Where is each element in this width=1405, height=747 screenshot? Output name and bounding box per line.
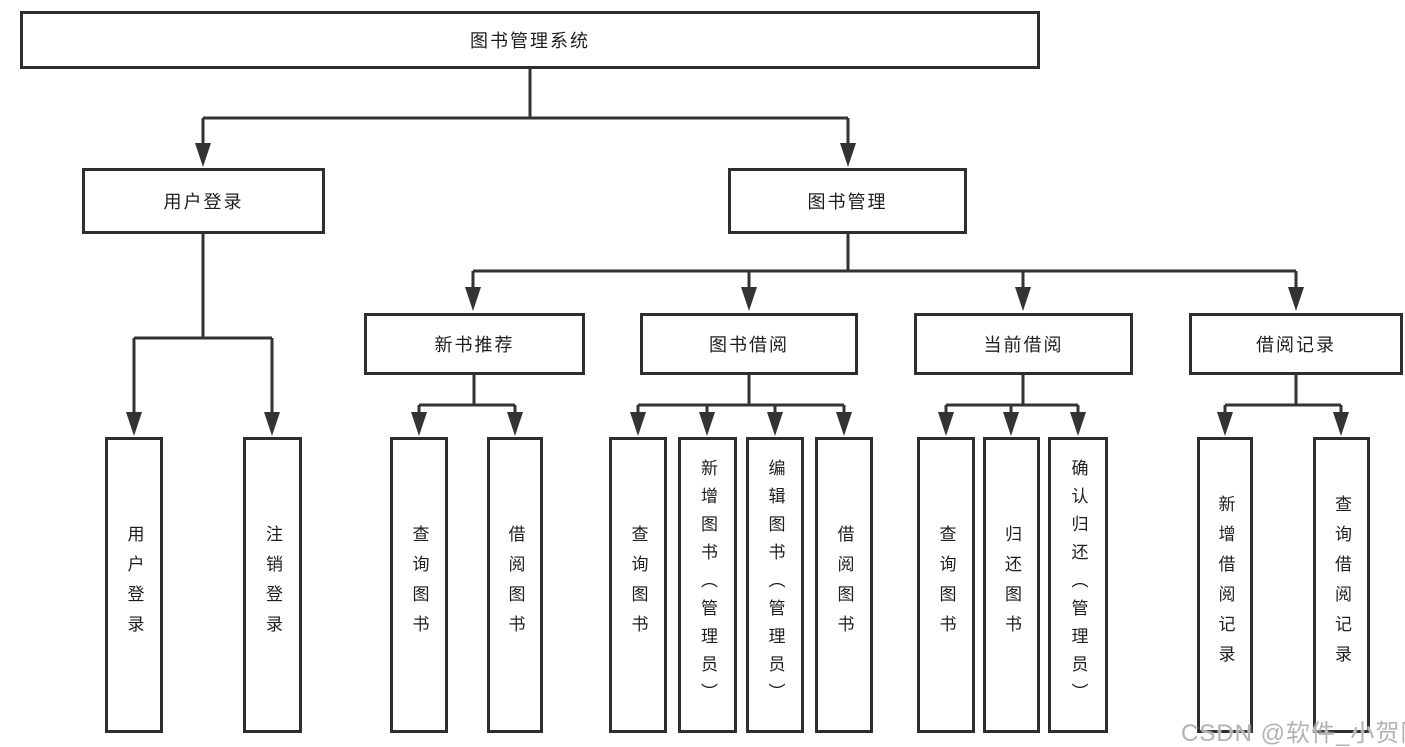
leaf-label: 注销登录: [263, 525, 282, 645]
leaf-label: 归还图书: [1002, 525, 1021, 645]
node-new-book-recommend: 新书推荐: [364, 313, 585, 375]
leaf-label: 用户登录: [124, 525, 144, 645]
leaf-return-book: 归还图书: [983, 437, 1040, 733]
node-root: 图书管理系统: [20, 11, 1040, 69]
leaf-add-book-admin: 新增图书（管理员）: [678, 437, 737, 733]
node-borrow-records: 借阅记录: [1189, 313, 1403, 375]
watermark: CSDN @软件_小贺同学: [1181, 720, 1405, 747]
leaf-label: 查询图书: [628, 525, 648, 645]
leaf-label: 查询图书: [936, 525, 956, 645]
leaf-confirm-return-admin: 确认归还（管理员）: [1048, 437, 1108, 733]
leaf-query-books-recommend: 查询图书: [390, 437, 448, 733]
leaf-label: 新增图书（管理员）: [698, 459, 717, 711]
leaf-add-borrow-record: 新增借阅记录: [1197, 437, 1253, 733]
leaf-logout: 注销登录: [243, 437, 302, 733]
node-book-management: 图书管理: [728, 168, 967, 234]
leaf-label: 查询借阅记录: [1332, 495, 1351, 675]
node-user-login: 用户登录: [82, 168, 325, 234]
node-current-borrow: 当前借阅: [914, 313, 1133, 375]
leaf-label: 借阅图书: [505, 525, 525, 645]
leaf-edit-book-admin: 编辑图书（管理员）: [746, 437, 804, 733]
leaf-label: 确认归还（管理员）: [1068, 459, 1088, 711]
leaf-borrow-books: 借阅图书: [815, 437, 873, 733]
leaf-label: 编辑图书（管理员）: [765, 459, 785, 711]
leaf-label: 新增借阅记录: [1215, 495, 1235, 675]
leaf-label: 查询图书: [409, 525, 429, 645]
arrowheads: [126, 143, 1349, 436]
node-book-borrow: 图书借阅: [640, 313, 858, 375]
leaf-borrow-books-recommend: 借阅图书: [487, 437, 543, 733]
leaf-user-login: 用户登录: [105, 437, 163, 733]
leaf-query-books-borrow: 查询图书: [609, 437, 667, 733]
leaf-label: 借阅图书: [834, 525, 854, 645]
leaf-query-borrow-record: 查询借阅记录: [1313, 437, 1370, 733]
leaf-query-books-current: 查询图书: [917, 437, 975, 733]
